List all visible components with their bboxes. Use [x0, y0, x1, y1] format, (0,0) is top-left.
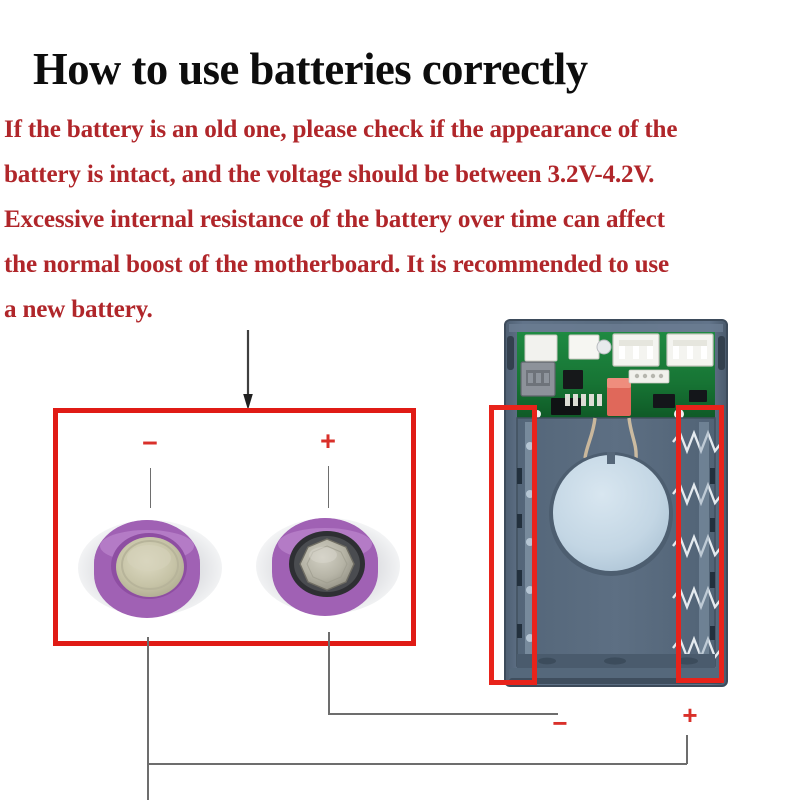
paragraph-line: Excessive internal resistance of the bat… — [4, 204, 665, 233]
instruction-paragraph: If the battery is an old one, please che… — [4, 106, 796, 331]
battery-negative-terminal — [78, 520, 222, 618]
positive-leader-vertical — [328, 632, 330, 714]
down-arrow-icon — [243, 330, 253, 410]
positive-label-stem — [328, 466, 329, 508]
battery-positive-terminal — [256, 518, 400, 616]
negative-leader-horizontal — [147, 763, 687, 765]
power-bank-case-photo — [504, 319, 728, 687]
battery-negative-label: − — [142, 428, 158, 458]
page-title: How to use batteries correctly — [33, 43, 588, 94]
negative-label-stem — [150, 468, 151, 508]
battery-positive-label: + — [320, 426, 336, 456]
device-positive-label: + — [682, 700, 698, 730]
negative-leader-vertical — [147, 637, 149, 800]
device-negative-label: − — [552, 708, 568, 738]
device-positive-contacts-highlight — [489, 405, 537, 685]
paragraph-line: battery is intact, and the voltage shoul… — [4, 159, 655, 188]
device-negative-contacts-highlight — [676, 405, 724, 683]
paragraph-line: a new battery. — [4, 294, 153, 323]
paragraph-line: the normal boost of the motherboard. It … — [4, 249, 669, 278]
negative-leader-riser — [686, 735, 688, 764]
positive-leader-horizontal — [328, 713, 558, 715]
paragraph-line: If the battery is an old one, please che… — [4, 114, 678, 143]
